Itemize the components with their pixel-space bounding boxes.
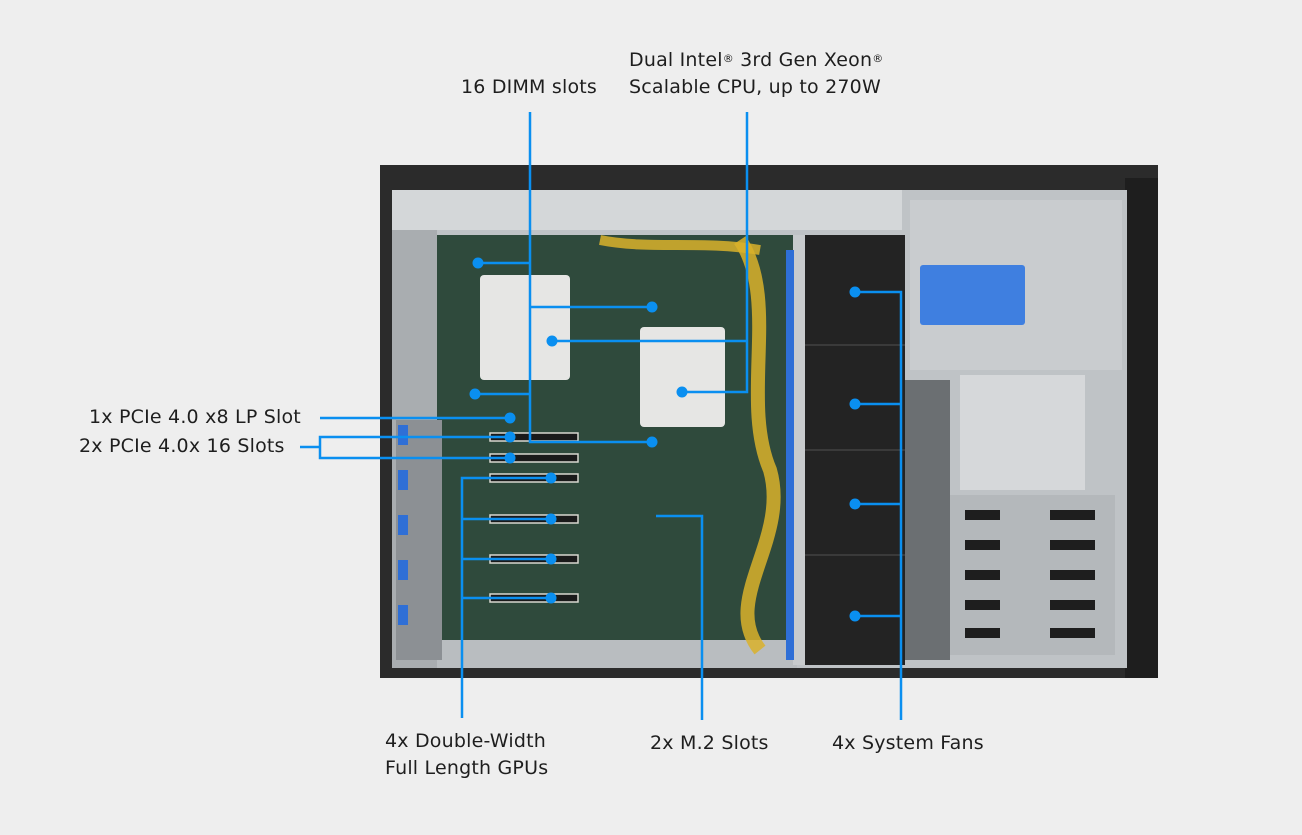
pcie-x16-label: 2x PCIe 4.0x 16 Slots xyxy=(79,435,285,457)
fan-dot xyxy=(849,398,861,410)
dimm-slots-label: 16 DIMM slots xyxy=(461,76,598,98)
dimm-dot xyxy=(472,257,484,269)
gpu-label-line2: Full Length GPUs xyxy=(385,757,549,779)
server-chassis-image xyxy=(380,165,1158,678)
registered-mark: ® xyxy=(722,52,734,65)
cpu-label-line1: Dual Intel xyxy=(629,49,723,71)
m2-slots-label: 2x M.2 Slots xyxy=(650,732,769,754)
gpu-dot xyxy=(545,472,557,484)
cpu-label: Dual Intel® 3rd Gen Xeon® Scalable CPU, … xyxy=(629,47,883,101)
dimm-dot xyxy=(646,436,658,448)
system-fans-label: 4x System Fans xyxy=(832,732,984,754)
fan-dot xyxy=(849,498,861,510)
gpu-dot xyxy=(545,513,557,525)
pcie-x16-dot xyxy=(504,431,516,443)
cpu-label-line1b: 3rd Gen Xeon xyxy=(733,49,873,71)
fan-dot xyxy=(849,610,861,622)
cpu-label-line2: Scalable CPU, up to 270W xyxy=(629,76,881,98)
callout-lines xyxy=(300,112,903,720)
gpu-dot xyxy=(545,553,557,565)
dimm-dot xyxy=(469,388,481,400)
callout-dots xyxy=(469,257,861,622)
fan-dot xyxy=(849,286,861,298)
pcie-lp-dot xyxy=(504,412,516,424)
gpu-dot xyxy=(545,592,557,604)
gpu-label-line1: 4x Double-Width xyxy=(385,730,546,752)
cpu-dot xyxy=(546,335,558,347)
pcie-lp-label: 1x PCIe 4.0 x8 LP Slot xyxy=(89,406,301,428)
registered-mark: ® xyxy=(872,52,884,65)
pcie-x16-dot xyxy=(504,452,516,464)
dimm-dot xyxy=(646,301,658,313)
cpu-dot xyxy=(676,386,688,398)
gpu-label: 4x Double-Width Full Length GPUs xyxy=(385,728,548,782)
